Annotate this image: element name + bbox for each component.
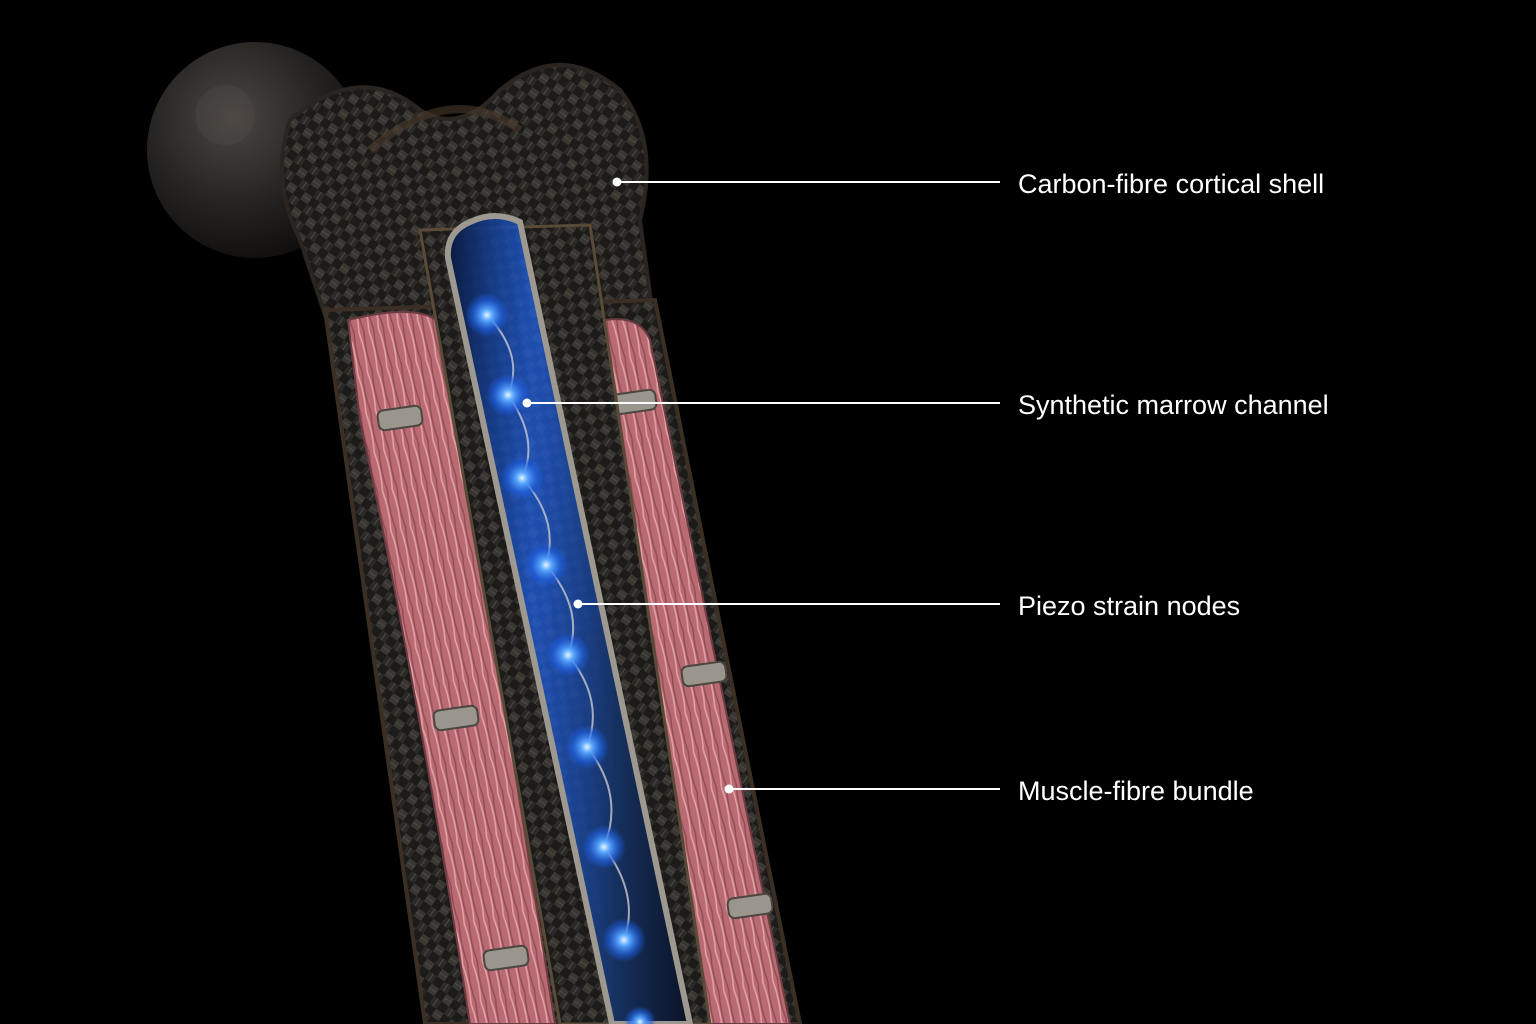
glowing-node bbox=[624, 1006, 656, 1024]
metal-bands bbox=[376, 388, 774, 972]
callout-label-muscle-bundle: Muscle-fibre bundle bbox=[1018, 776, 1254, 806]
callout-label-marrow-channel: Synthetic marrow channel bbox=[1018, 390, 1329, 420]
callout-label-cortical-shell: Carbon-fibre cortical shell bbox=[1018, 169, 1324, 199]
callout-strain-nodes: Piezo strain nodes bbox=[573, 591, 1240, 621]
callout-label-strain-nodes: Piezo strain nodes bbox=[1018, 591, 1240, 621]
glowing-node bbox=[546, 633, 590, 677]
callout-muscle-bundle: Muscle-fibre bundle bbox=[724, 776, 1254, 806]
glowing-node bbox=[524, 543, 568, 587]
glowing-node bbox=[500, 456, 544, 500]
glowing-node bbox=[602, 918, 646, 962]
callout-marrow-channel: Synthetic marrow channel bbox=[522, 390, 1329, 420]
callout-cortical-shell: Carbon-fibre cortical shell bbox=[612, 169, 1324, 199]
bone-assembly bbox=[147, 42, 803, 1024]
strain-node-group bbox=[465, 293, 656, 1024]
marrow-channel bbox=[444, 213, 694, 1024]
glowing-node bbox=[582, 825, 626, 869]
muscle-fibre-left bbox=[346, 311, 557, 1024]
glowing-node bbox=[486, 373, 530, 417]
glowing-node bbox=[465, 293, 509, 337]
glowing-node bbox=[565, 725, 609, 769]
